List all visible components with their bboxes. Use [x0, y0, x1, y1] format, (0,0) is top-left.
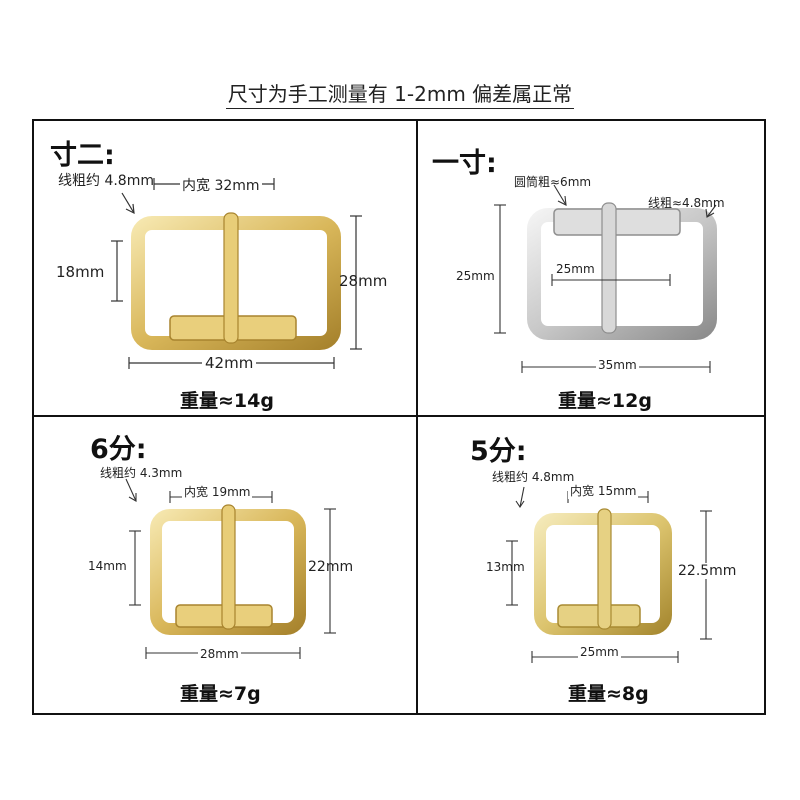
outer-height-label: 25mm	[456, 269, 495, 283]
buckle-diagram-3	[125, 478, 336, 659]
wire-thickness-label: 线粗约 4.8mm	[58, 173, 154, 189]
inner-height-label: 18mm	[56, 263, 105, 281]
buckle-prong	[223, 212, 239, 344]
panel-6-fen: 6分: 线粗约 4.3mm 内宽 19mm 14mm 22mm 28mm 重量≈…	[34, 417, 416, 713]
panel-yi-cun: 一寸: 圆筒粗≈6mm 线粗≈4.8mm 25mm 25mm 35mm 重量≈1…	[418, 121, 764, 415]
buckle-prong	[601, 202, 617, 334]
panel-cun-er: 寸二: 线粗约 4.8mm 内宽 32mm 18mm 28mm 42mm 重量≈…	[34, 121, 416, 415]
inner-width-label: 内宽 32mm	[180, 175, 262, 195]
wire-thickness-label: 线粗约 4.8mm	[492, 470, 575, 484]
outer-height-label: 28mm	[339, 272, 388, 290]
wire-thickness-label: 线粗约 4.3mm	[100, 466, 183, 480]
grid-divider-vertical	[416, 119, 418, 715]
size-title: 5分:	[470, 436, 527, 467]
wire-thickness-label: 线粗≈4.8mm	[648, 196, 725, 210]
size-title: 6分:	[90, 434, 147, 465]
buckle-prong	[597, 508, 612, 630]
size-title: 一寸:	[432, 148, 497, 179]
product-grid	[32, 119, 766, 715]
tube-thickness-label: 圆筒粗≈6mm	[514, 175, 592, 189]
grid-divider-horizontal	[32, 415, 766, 417]
buckle-diagram-2	[494, 184, 717, 373]
weight-label: 重量≈8g	[568, 683, 649, 705]
outer-width-label: 25mm	[578, 645, 621, 659]
weight-label: 重量≈14g	[180, 390, 274, 412]
inner-width-label: 25mm	[556, 262, 595, 276]
weight-label: 重量≈7g	[180, 683, 261, 705]
measurement-note-text: 尺寸为手工测量有 1-2mm 偏差属正常	[225, 82, 575, 109]
weight-label: 重量≈12g	[558, 390, 652, 412]
buckle-diagram-1	[111, 178, 362, 369]
buckle-roller	[553, 208, 681, 236]
outer-height-label: 22.5mm	[678, 563, 737, 579]
measurement-note: 尺寸为手工测量有 1-2mm 偏差属正常	[0, 78, 800, 109]
inner-height-label: 13mm	[486, 560, 525, 574]
buckle-prong	[221, 504, 236, 630]
panel-5-fen: 5分: 线粗约 4.8mm 内宽 15mm 13mm 22.5mm 25mm 重…	[418, 417, 764, 713]
inner-height-label: 14mm	[88, 559, 127, 573]
outer-width-label: 28mm	[198, 647, 241, 661]
buckle-diagram-4	[506, 486, 712, 663]
outer-width-label: 42mm	[202, 354, 257, 372]
outer-width-label: 35mm	[596, 358, 639, 372]
inner-width-label: 内宽 15mm	[568, 482, 639, 499]
outer-height-label: 22mm	[308, 559, 354, 575]
inner-width-label: 内宽 19mm	[182, 483, 253, 500]
size-title: 寸二:	[50, 140, 115, 171]
